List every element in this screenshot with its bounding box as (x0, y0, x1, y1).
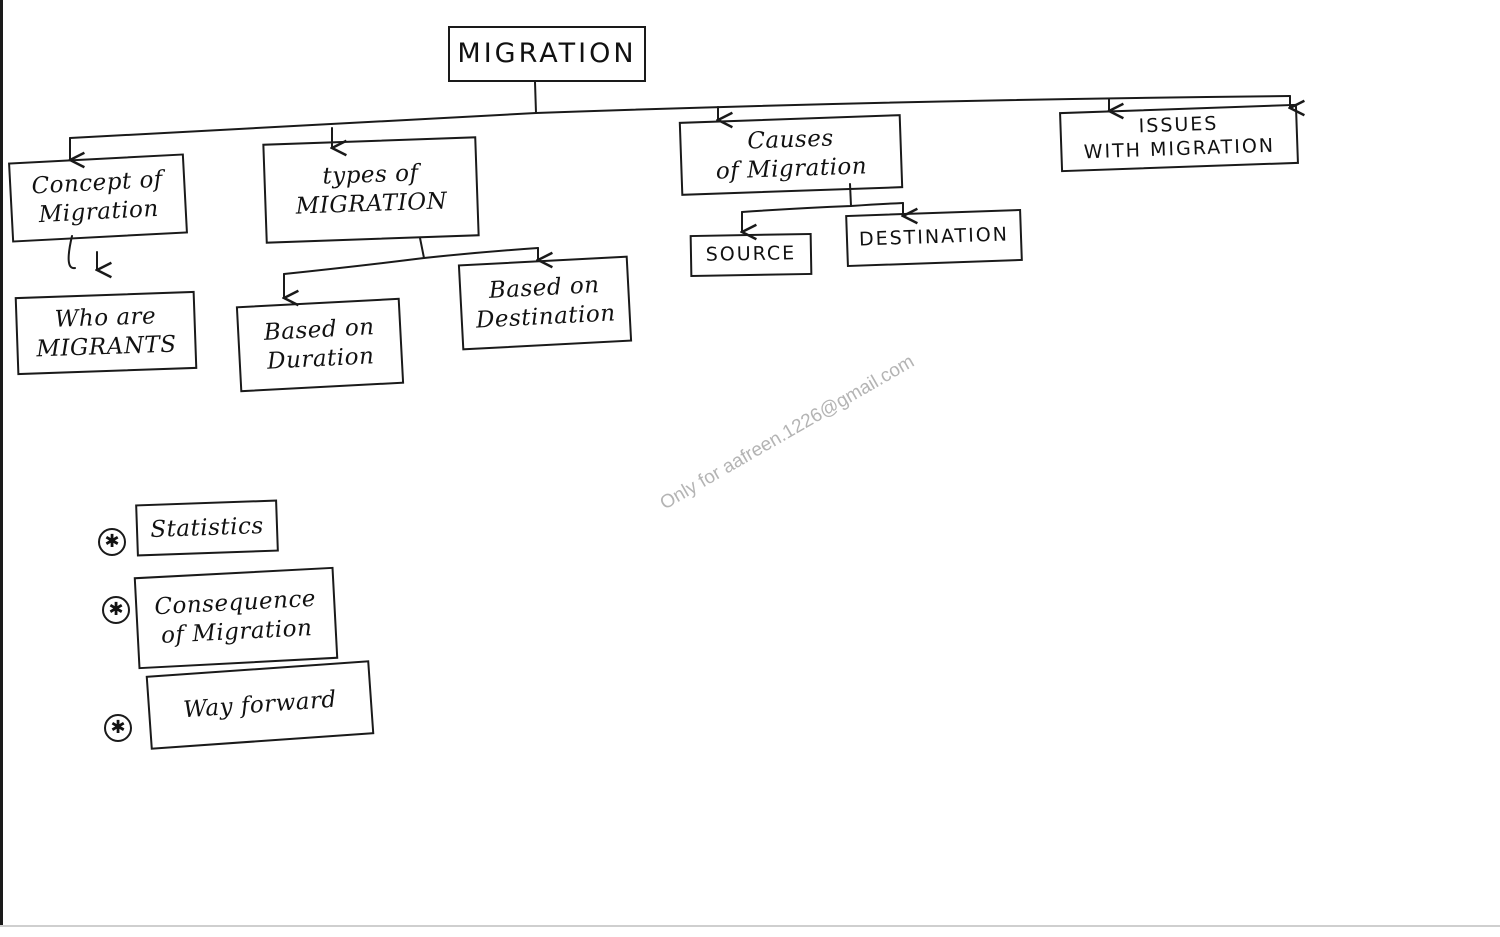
causes-label: Causes of Migration (715, 125, 868, 185)
node-statistics: Statistics (135, 499, 279, 557)
node-concept-of-migration: Concept of Migration (8, 153, 188, 243)
types-label: types of MIGRATION (295, 160, 448, 220)
node-way-forward: Way forward (145, 660, 375, 750)
node-destination: DESTINATION (845, 208, 1023, 268)
node-based-on-destination: Based on Destination (457, 255, 633, 351)
duration-label: Based on Duration (263, 314, 376, 375)
node-types-of-migration: types of MIGRATION (262, 136, 480, 244)
root-stem (534, 81, 537, 114)
concept-label: Concept of Migration (30, 166, 164, 229)
destination-type-label: Based on Destination (475, 272, 617, 334)
types-stem (419, 237, 425, 259)
who-label: Who are MIGRANTS (35, 303, 177, 363)
consequence-label: Consequence of Migration (153, 586, 317, 649)
way-forward-label: Way forward (182, 686, 338, 723)
node-causes-of-migration: Causes of Migration (678, 114, 904, 196)
issues-label: ISSUES WITH MIGRATION (1083, 112, 1276, 164)
root-node-migration: MIGRATION (448, 26, 646, 82)
node-who-are-migrants: Who are MIGRANTS (14, 290, 198, 376)
statistics-label: Statistics (149, 512, 265, 543)
destination-cause-label: DESTINATION (858, 223, 1010, 251)
source-label: SOURCE (705, 242, 797, 266)
node-based-on-duration: Based on Duration (235, 297, 405, 393)
node-issues-with-migration: ISSUES WITH MIGRATION (1059, 103, 1299, 173)
watermark-text: Only for aafreen.1226@gmail.com (656, 351, 918, 515)
node-source: SOURCE (689, 232, 813, 278)
page-left-border (0, 0, 3, 925)
root-label: MIGRATION (457, 38, 637, 70)
page-bottom-border (0, 925, 1500, 937)
asterisk-bullet-icon: ✱ (102, 596, 130, 624)
concept-curve (67, 235, 76, 270)
causes-bus (741, 202, 904, 213)
asterisk-bullet-icon: ✱ (104, 714, 132, 742)
asterisk-bullet-icon: ✱ (98, 528, 126, 556)
node-consequence-of-migration: Consequence of Migration (133, 566, 339, 670)
